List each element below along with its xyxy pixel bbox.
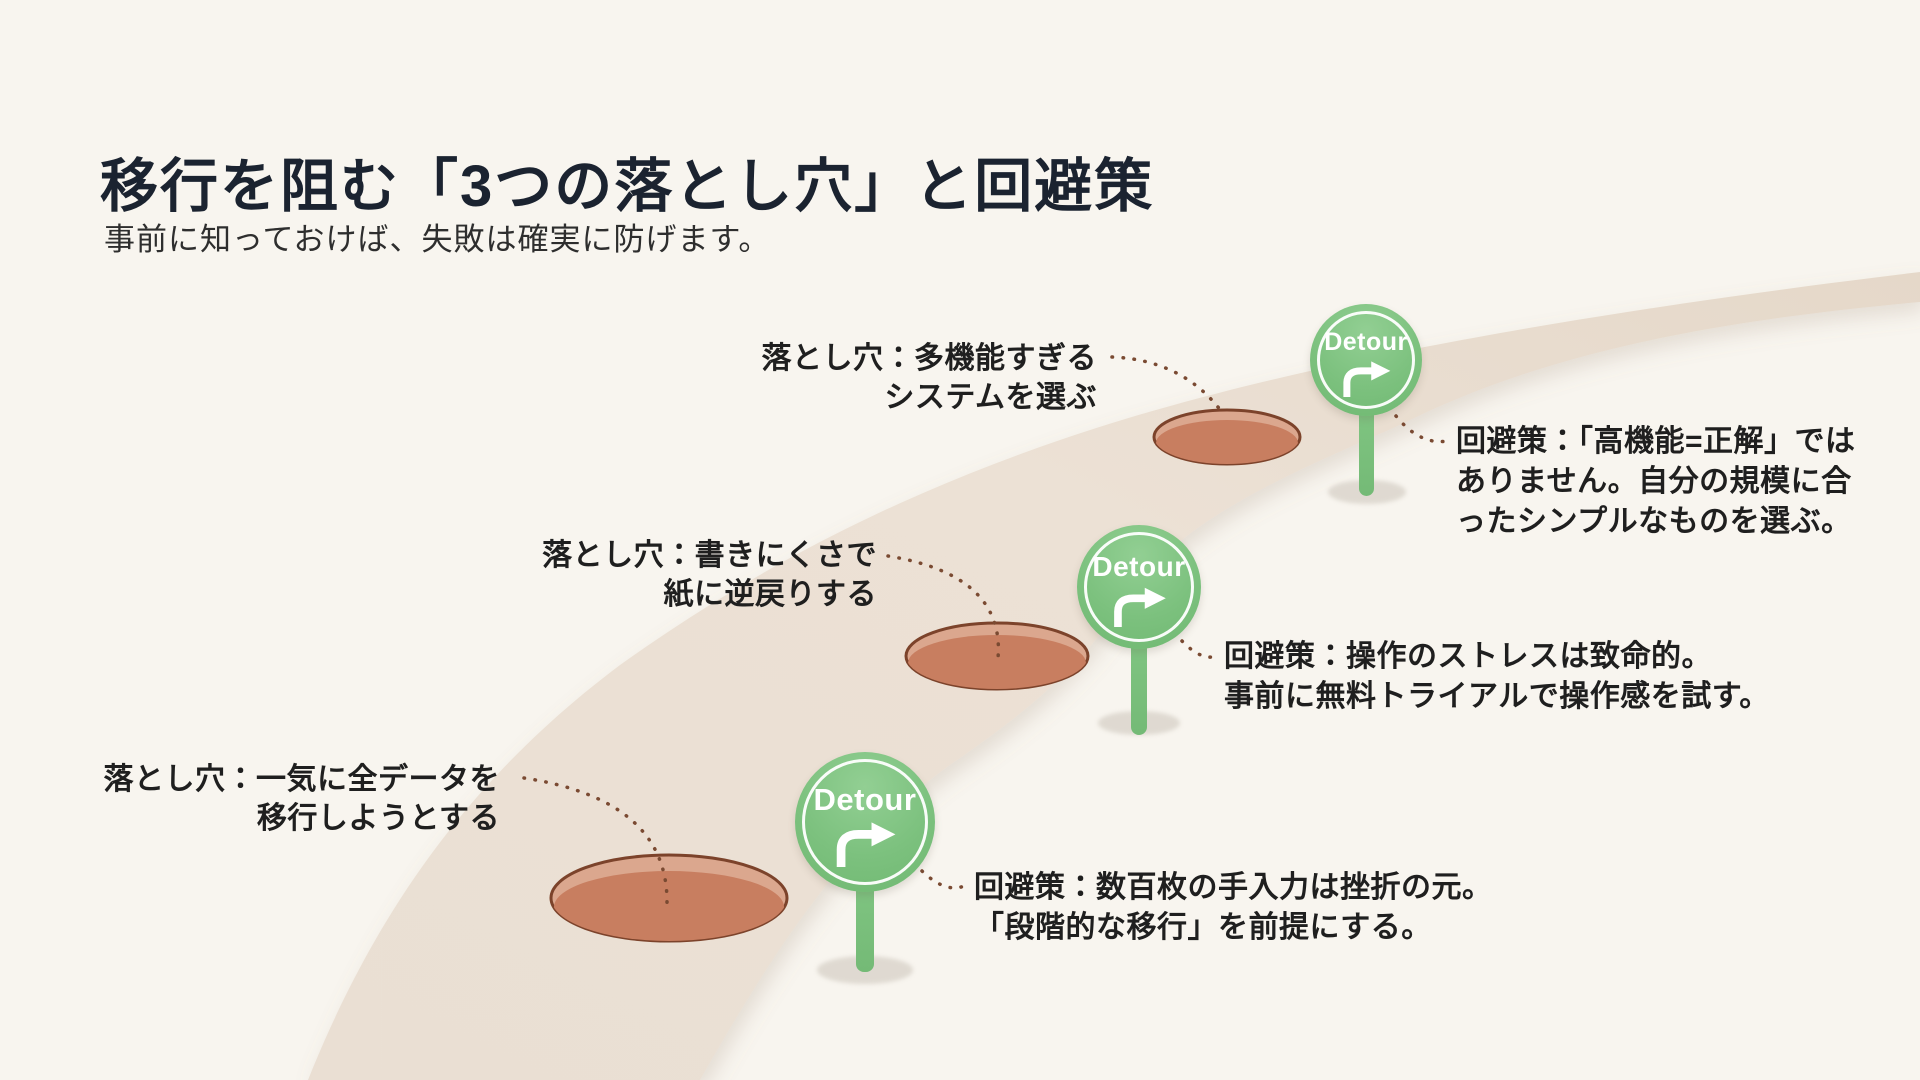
pitfall-label-line: 移行しようとする [256, 802, 500, 835]
sign-ring [1084, 532, 1194, 642]
countermeasure-line: ったシンプルなものを選ぶ。 [1456, 505, 1852, 538]
sign-post [1131, 635, 1147, 735]
pothole-3 [549, 853, 789, 943]
sign-ring [802, 759, 928, 885]
dotted-connector-counter-2 [1180, 639, 1222, 659]
detour-sign-circle: Detour [1310, 304, 1422, 416]
pitfall-label-line: 紙に逆戻りする [663, 578, 877, 611]
countermeasure-line: ありません。自分の規模に合 [1456, 465, 1852, 498]
detour-sign-circle: Detour [1077, 525, 1201, 649]
dotted-connector-pitfall-1 [1110, 355, 1226, 417]
dotted-connector-counter-1 [1394, 414, 1454, 444]
pitfall-label-line: 落とし穴：書きにくさで [542, 539, 877, 572]
pitfall-label-2: 落とし穴：書きにくさで 紙に逆戻りする [542, 536, 877, 614]
countermeasure-line: 回避策：数百枚の手入力は挫折の元。 [974, 871, 1493, 904]
page-title: 移行を阻む「3つの落とし穴」と回避策 [100, 153, 1155, 219]
pitfall-label-line: 落とし穴：多機能すぎる [761, 342, 1097, 375]
dotted-connector-pitfall-3 [522, 776, 669, 905]
dotted-connector-counter-3 [920, 869, 970, 890]
countermeasure-text-2: 回避策：操作のストレスは致命的。 事前に無料トライアルで操作感を試す。 [1224, 637, 1770, 717]
detour-sign-circle: Detour [795, 752, 935, 892]
pitfall-label-line: システムを選ぶ [884, 381, 1097, 414]
countermeasure-text-3: 回避策：数百枚の手入力は挫折の元。 「段階的な移行」を前提にする。 [974, 868, 1493, 948]
pitfall-label-1: 落とし穴：多機能すぎる システムを選ぶ [762, 339, 1098, 417]
countermeasure-line: 「段階的な移行」を前提にする。 [974, 911, 1432, 944]
pitfall-label-3: 落とし穴：一気に全データを 移行しようとする [104, 760, 501, 838]
countermeasure-line: 回避策：操作のストレスは致命的。 [1224, 640, 1712, 673]
sign-post [856, 876, 874, 972]
pothole-1 [1152, 408, 1302, 466]
pitfall-label-line: 落とし穴：一気に全データを [103, 763, 500, 796]
countermeasure-text-1: 回避策：「高機能=正解」では ありません。自分の規模に合 ったシンプルなものを選… [1456, 422, 1856, 542]
page-subtitle: 事前に知っておけば、失敗は確実に防げます。 [104, 222, 771, 257]
sign-ring [1317, 311, 1415, 409]
sign-post [1359, 404, 1374, 496]
countermeasure-line: 事前に無料トライアルで操作感を試す。 [1224, 680, 1770, 713]
countermeasure-line: 回避策：「高機能=正解」では [1456, 425, 1856, 458]
